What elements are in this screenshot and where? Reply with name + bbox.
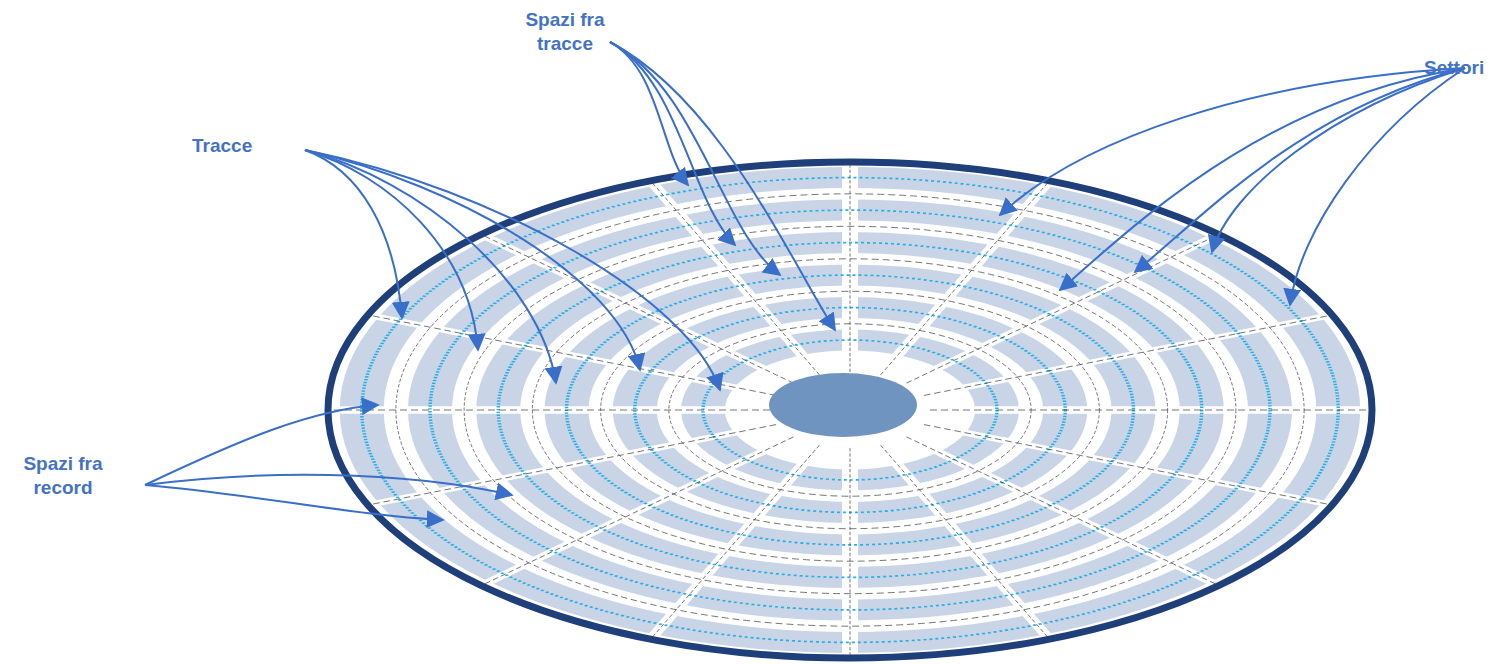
record-gap [842, 163, 858, 382]
record-gap [651, 181, 827, 383]
sector-line [924, 425, 1328, 505]
sector-line [907, 437, 1216, 584]
sectors-label: Settori [1424, 56, 1504, 80]
sector-line [484, 437, 793, 584]
sector-line [652, 445, 819, 637]
sector-line [333, 410, 770, 411]
sector-line [924, 316, 1328, 396]
record-gap [842, 439, 858, 658]
record-gap [330, 406, 790, 414]
record-gap [873, 436, 1049, 638]
record-gap-label: Spazi fra record [8, 452, 118, 500]
platter-group [330, 162, 1370, 657]
sector-line [484, 236, 793, 383]
sector-line [372, 316, 776, 396]
record-gap [910, 406, 1370, 414]
tracks-gap-label: Spazi fra tracce [505, 8, 625, 56]
record-gap [370, 421, 795, 505]
sector-line [930, 410, 1367, 411]
sector-line [881, 183, 1048, 375]
leader-lines [145, 42, 1465, 520]
sector-line [652, 183, 819, 375]
platter-ground [330, 162, 1370, 657]
sector-line [907, 236, 1216, 383]
disk-rim [328, 162, 1372, 658]
disk-platter [330, 162, 1370, 657]
track-line [362, 178, 1339, 643]
sector-line [850, 164, 851, 372]
sector-line [372, 425, 776, 505]
tracks-label: Tracce [192, 134, 282, 158]
disk-hub [769, 373, 917, 437]
sector-line [850, 448, 851, 656]
sector-line [881, 445, 1048, 637]
